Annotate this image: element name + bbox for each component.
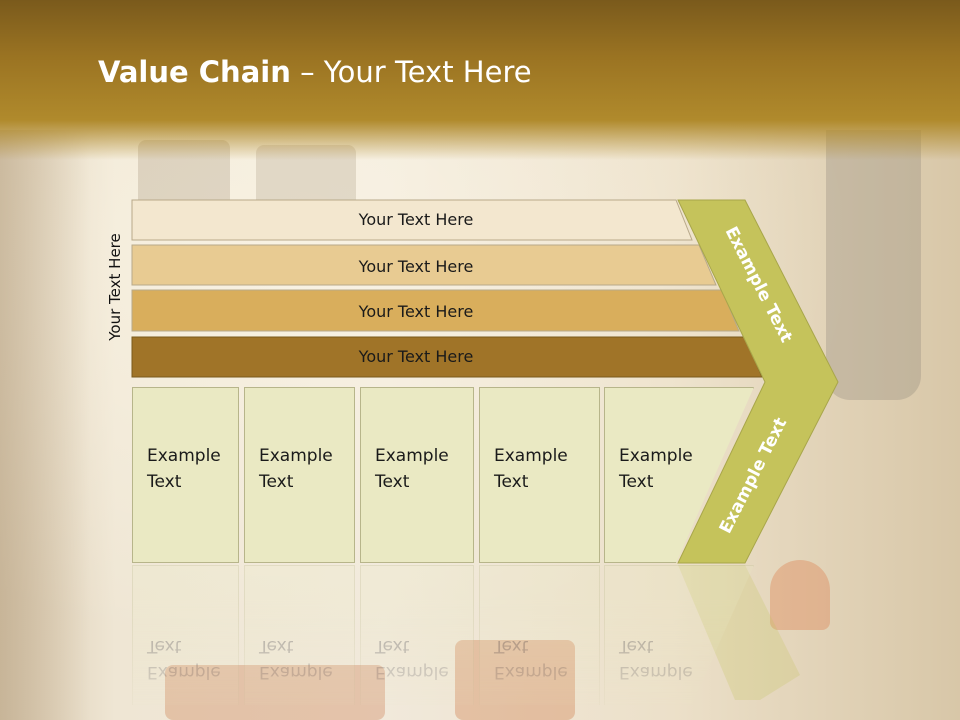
slide-title: Value Chain – Your Text Here	[98, 55, 532, 89]
example-box-line1: Example	[147, 446, 221, 466]
row-bar-3[interactable]	[131, 289, 740, 332]
example-box-line2: Text	[375, 472, 410, 492]
row-bar-2[interactable]	[131, 244, 717, 286]
example-box-line2: Text	[619, 472, 654, 492]
row-bar-4[interactable]	[131, 336, 763, 378]
example-box-line2: Text	[494, 472, 529, 492]
bottle-shape	[165, 665, 385, 720]
slide-title-rest: – Your Text Here	[290, 55, 532, 89]
chevron-arrow[interactable]	[677, 199, 839, 564]
row-label-1: Your Text Here	[358, 210, 474, 229]
example-box-line1: Example	[619, 446, 693, 466]
example-box-4[interactable]: Example Text	[479, 387, 600, 563]
bottle-shape	[770, 560, 830, 630]
example-box-line1: Example	[494, 446, 568, 466]
chevron-reflection	[678, 565, 800, 700]
example-box-3[interactable]: Example Text	[360, 387, 474, 563]
example-box-1[interactable]: Example Text	[132, 387, 239, 563]
row-label-2: Your Text Here	[358, 257, 474, 276]
row-label-3: Your Text Here	[358, 302, 474, 321]
example-box-line1: Example	[259, 446, 333, 466]
example-box-line2: Text	[147, 472, 182, 492]
row-label-4: Your Text Here	[358, 347, 474, 366]
example-box-2[interactable]: Example Text	[244, 387, 355, 563]
row-bar-1[interactable]	[131, 199, 693, 241]
slide-title-bold: Value Chain	[98, 55, 291, 89]
left-fade	[0, 130, 90, 720]
example-box-line1: Example	[375, 446, 449, 466]
bottle-shape	[826, 130, 921, 400]
title-bar: Value Chain – Your Text Here	[0, 0, 960, 160]
example-box-line2: Text	[259, 472, 294, 492]
bottle-shape	[455, 640, 575, 720]
